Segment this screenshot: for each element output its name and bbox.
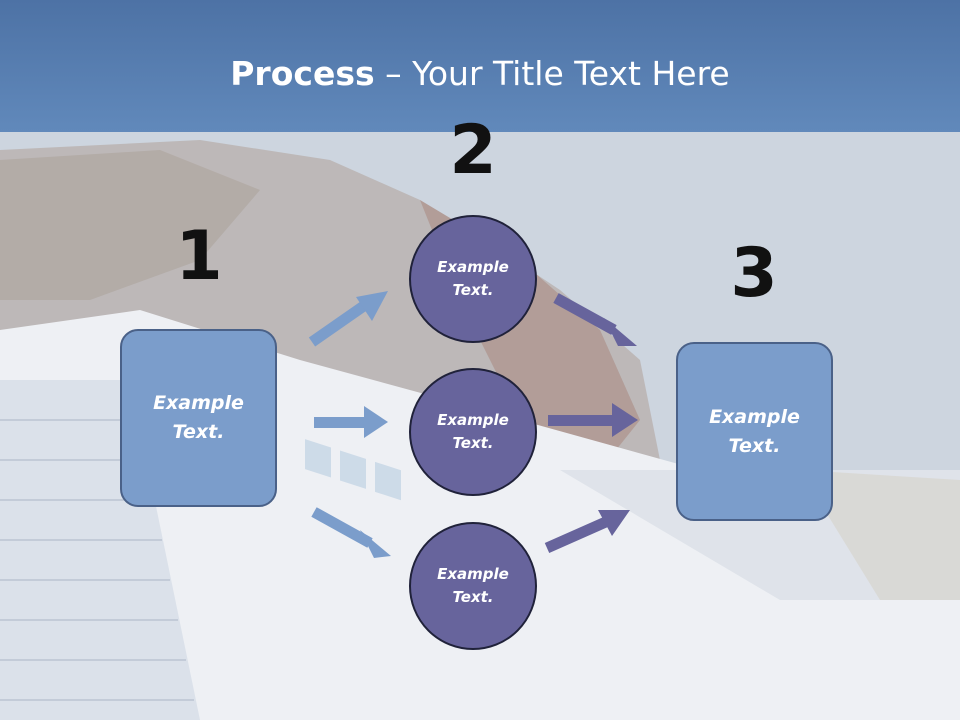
- step-number-2: 2: [449, 111, 497, 190]
- title-bold: Process: [230, 54, 375, 93]
- circle-top-line2: Text.: [452, 281, 494, 299]
- arrow-left-to-mid-shaft: [314, 417, 366, 428]
- arrow-bottom-to-right-shaft: [544, 515, 611, 554]
- arrow-mid-to-right-shaft: [548, 415, 614, 426]
- slide-title: Process – Your Title Text Here: [0, 52, 960, 96]
- circle-middle-line1: Example: [437, 411, 509, 429]
- arrow-left-to-top-shaft: [308, 298, 372, 347]
- arrow-mid-to-right-head: [612, 403, 638, 437]
- circle-bottom: Example Text.: [409, 522, 537, 650]
- arrow-left-to-mid-head: [364, 406, 388, 438]
- arrow-left-to-bottom-shaft: [311, 507, 373, 548]
- right-box-line2: Text.: [728, 434, 781, 457]
- arrow-left-to-bottom-head: [360, 530, 391, 558]
- title-bar: [0, 0, 960, 132]
- right-box: Example Text.: [676, 342, 833, 521]
- arrow-left-to-top-head: [356, 291, 388, 321]
- left-box-line1: Example: [153, 392, 244, 414]
- right-box-line1: Example: [709, 405, 800, 428]
- arrow-top-to-right-head: [604, 318, 637, 346]
- circle-top: Example Text.: [409, 215, 537, 343]
- left-box: Example Text.: [120, 329, 277, 507]
- circle-top-line1: Example: [437, 258, 509, 276]
- circle-bottom-line2: Text.: [452, 588, 494, 606]
- arrow-bottom-to-right-head: [598, 510, 630, 536]
- circle-middle: Example Text.: [409, 368, 537, 496]
- step-number-3: 3: [730, 234, 778, 313]
- arrow-top-to-right-shaft: [553, 293, 617, 335]
- circle-middle-line2: Text.: [452, 434, 494, 452]
- step-number-1: 1: [175, 217, 223, 296]
- circle-bottom-line1: Example: [437, 565, 509, 583]
- title-rest: – Your Title Text Here: [374, 54, 730, 93]
- left-box-line2: Text.: [172, 421, 225, 443]
